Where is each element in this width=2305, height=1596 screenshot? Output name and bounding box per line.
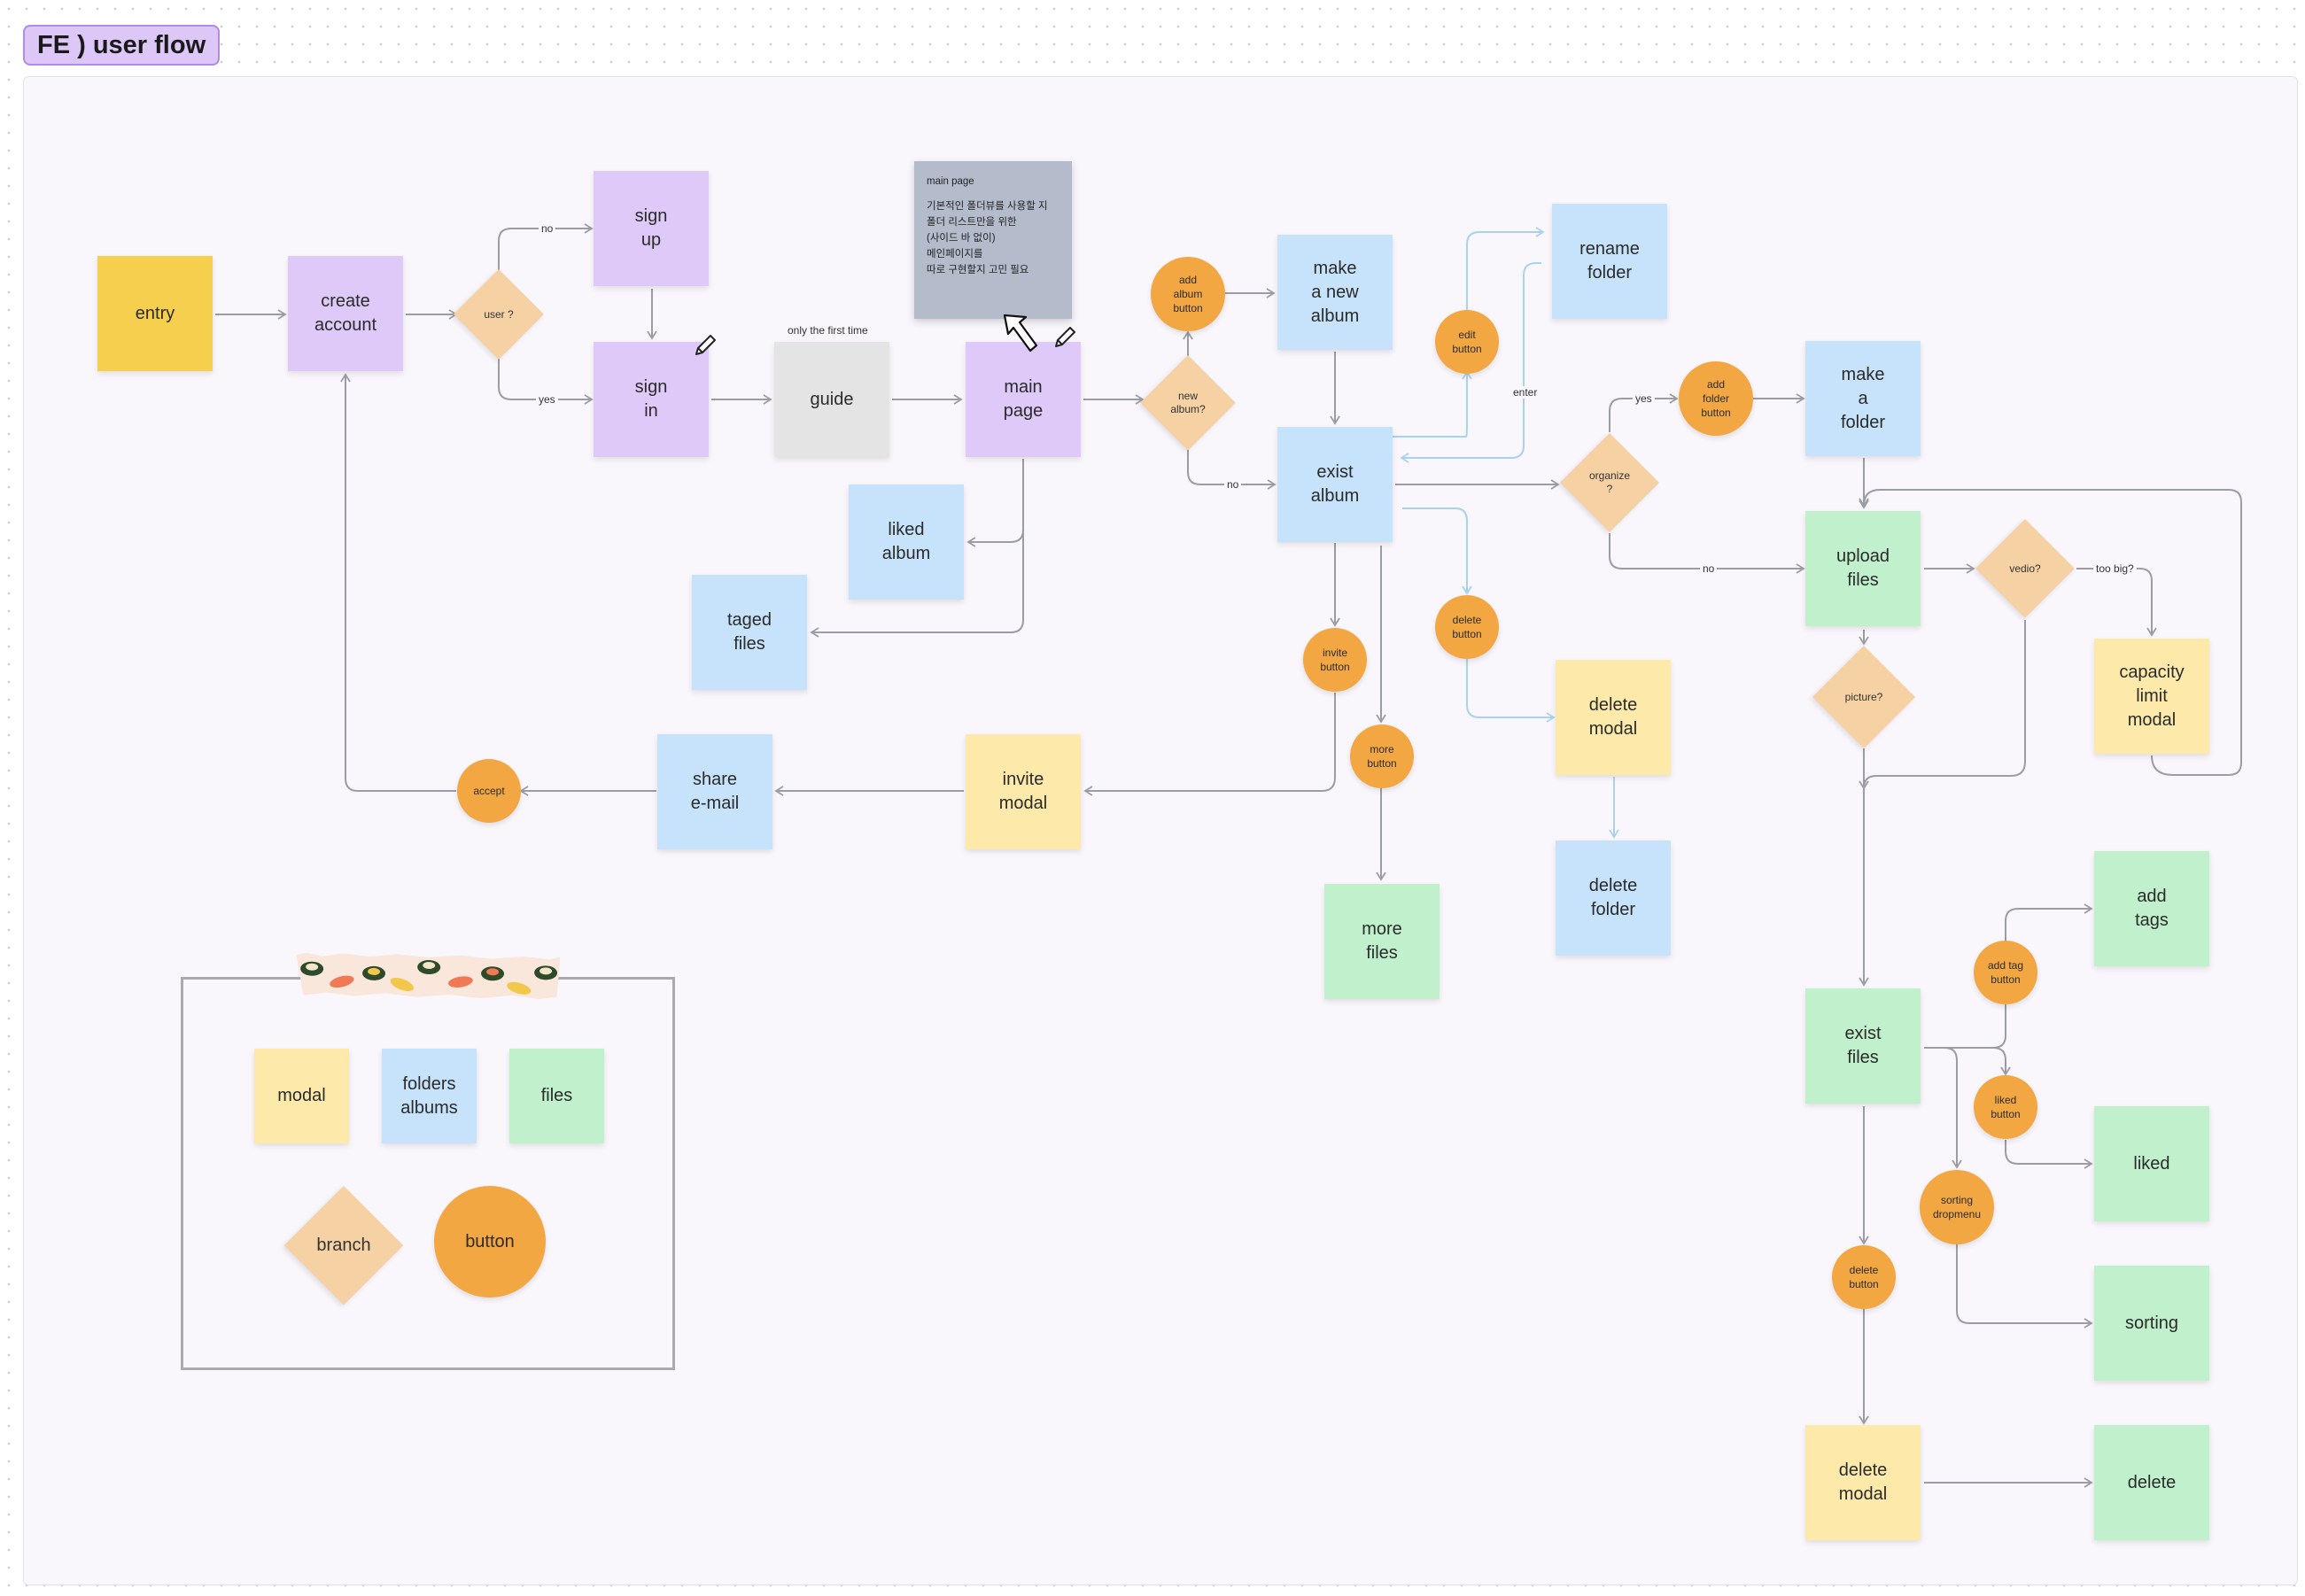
liked-button[interactable]: liked button: [1974, 1075, 2037, 1139]
board-title: FE ) user flow: [23, 25, 221, 66]
sign-in-node: sign in: [594, 342, 709, 457]
exist-album-node: exist album: [1277, 427, 1393, 542]
legend-branch-label: branch: [316, 1236, 371, 1255]
arrow-existfiles-likedbtn: [1924, 1047, 2011, 1076]
branch-user: user ?: [454, 269, 544, 360]
branch-picture-label: picture?: [1844, 690, 1883, 703]
legend-button: button: [434, 1186, 546, 1298]
delete-files-button[interactable]: delete button: [1832, 1245, 1896, 1309]
exist-files-node: exist files: [1805, 988, 1921, 1104]
arrow-exist-deletebtn: [1402, 507, 1472, 595]
arrow-capacity-upload: [1859, 489, 2242, 776]
arrow-invitebtn-modal: [1083, 693, 1336, 796]
accept-button[interactable]: accept: [457, 759, 521, 823]
arrow-organize-addfolder: [1609, 393, 1679, 432]
label-enter: enter: [1510, 386, 1541, 399]
delete-modal-files-node: delete modal: [1805, 1425, 1921, 1540]
liked-node: liked: [2094, 1106, 2209, 1221]
legend-modal: modal: [254, 1049, 349, 1143]
entry-node: entry: [97, 256, 213, 371]
branch-organize: organize ?: [1560, 433, 1659, 532]
arrow-vedio-capacity: [2076, 568, 2157, 637]
arrow-addtag-addtags: [2005, 903, 2093, 948]
delete-modal-album-node: delete modal: [1556, 660, 1671, 775]
legend-frame: [181, 977, 675, 1370]
label-no: no: [1224, 478, 1242, 491]
add-album-button[interactable]: add album button: [1151, 257, 1225, 331]
branch-vedio-label: vedio?: [2009, 562, 2041, 575]
arrow-deletebtn-modal-album: [1466, 659, 1556, 723]
branch-vedio: vedio?: [1975, 519, 2075, 618]
note-title: main page: [927, 176, 974, 187]
label-only-first-time: only the first time: [788, 324, 868, 337]
branch-picture: picture?: [1812, 646, 1915, 748]
arrow-sortbtn-sorting: [1956, 1244, 2093, 1329]
edit-button[interactable]: edit button: [1435, 310, 1499, 374]
arrow-newalbum-exist: [1187, 443, 1277, 490]
arrow-vedio-merge: [1859, 620, 2026, 790]
sorting-node: sorting: [2094, 1266, 2209, 1381]
arrow-existfiles-sorting: [1924, 1047, 1962, 1169]
label-too-big: too big?: [2093, 562, 2137, 575]
invite-button[interactable]: invite button: [1303, 628, 1367, 692]
branch-organize-label: organize ?: [1588, 469, 1631, 495]
legend-branch: branch: [284, 1186, 403, 1305]
pencil-icon: [1055, 327, 1075, 347]
arrow-edit-rename: [1391, 370, 1472, 438]
sushi-pattern-icon: [296, 952, 561, 999]
arrow-likedbtn-liked: [2005, 1140, 2093, 1169]
delete-node: delete: [2094, 1425, 2209, 1540]
washi-tape-decoration: [296, 952, 561, 999]
arrow-main-liked: [966, 459, 1024, 547]
legend-files: files: [509, 1049, 604, 1143]
guide-node: guide: [774, 342, 889, 457]
add-tag-button[interactable]: add tag button: [1974, 941, 2037, 1004]
arrow-user-signin: [498, 359, 594, 405]
more-button[interactable]: more button: [1350, 724, 1414, 788]
delete-folder-node: delete folder: [1556, 841, 1671, 956]
arrow-main-taged: [810, 530, 1024, 638]
arrow-accept-create: [340, 373, 456, 792]
label-yes: yes: [1633, 392, 1655, 405]
branch-new-album: new album?: [1140, 355, 1236, 451]
taged-files-node: taged files: [692, 575, 807, 690]
upload-files-node: upload files: [1805, 511, 1921, 626]
branch-new-album-label: new album?: [1170, 390, 1206, 415]
pencil-icon: [695, 335, 716, 355]
note-body: 기본적인 폴더뷰를 사용할 지 폴더 리스트만을 위한 (사이드 바 없이) 메…: [927, 201, 1048, 275]
make-new-album-node: make a new album: [1277, 235, 1393, 350]
more-files-node: more files: [1324, 884, 1440, 999]
add-tags-node: add tags: [2094, 851, 2209, 966]
arrow-editbtn-rename: [1466, 227, 1545, 310]
create-account-node: create account: [288, 256, 403, 371]
main-page-node: main page: [966, 342, 1081, 457]
arrow-user-signup: [498, 223, 594, 270]
sign-up-node: sign up: [594, 171, 709, 286]
add-folder-button[interactable]: add folder button: [1679, 361, 1753, 436]
label-no: no: [539, 222, 556, 235]
rename-folder-node: rename folder: [1552, 204, 1667, 319]
liked-album-node: liked album: [849, 484, 964, 600]
arrow-rename-enter: [1400, 262, 1541, 463]
cursor-arrow-icon: [1003, 314, 1038, 353]
label-no: no: [1700, 562, 1718, 575]
share-email-node: share e-mail: [657, 734, 772, 849]
make-folder-node: make a folder: [1805, 341, 1921, 456]
sticky-note-main-page: main page 기본적인 폴더뷰를 사용할 지 폴더 리스트만을 위한 (사이…: [914, 161, 1072, 319]
arrow-organize-upload: [1609, 533, 1805, 574]
capacity-limit-modal-node: capacity limit modal: [2094, 639, 2209, 754]
legend-folders-albums: folders albums: [382, 1049, 477, 1143]
label-yes: yes: [536, 393, 558, 406]
sorting-dropmenu-button[interactable]: sorting dropmenu: [1920, 1170, 1994, 1244]
delete-album-button[interactable]: delete button: [1435, 595, 1499, 659]
invite-modal-node: invite modal: [966, 734, 1081, 849]
branch-user-label: user ?: [484, 307, 514, 321]
